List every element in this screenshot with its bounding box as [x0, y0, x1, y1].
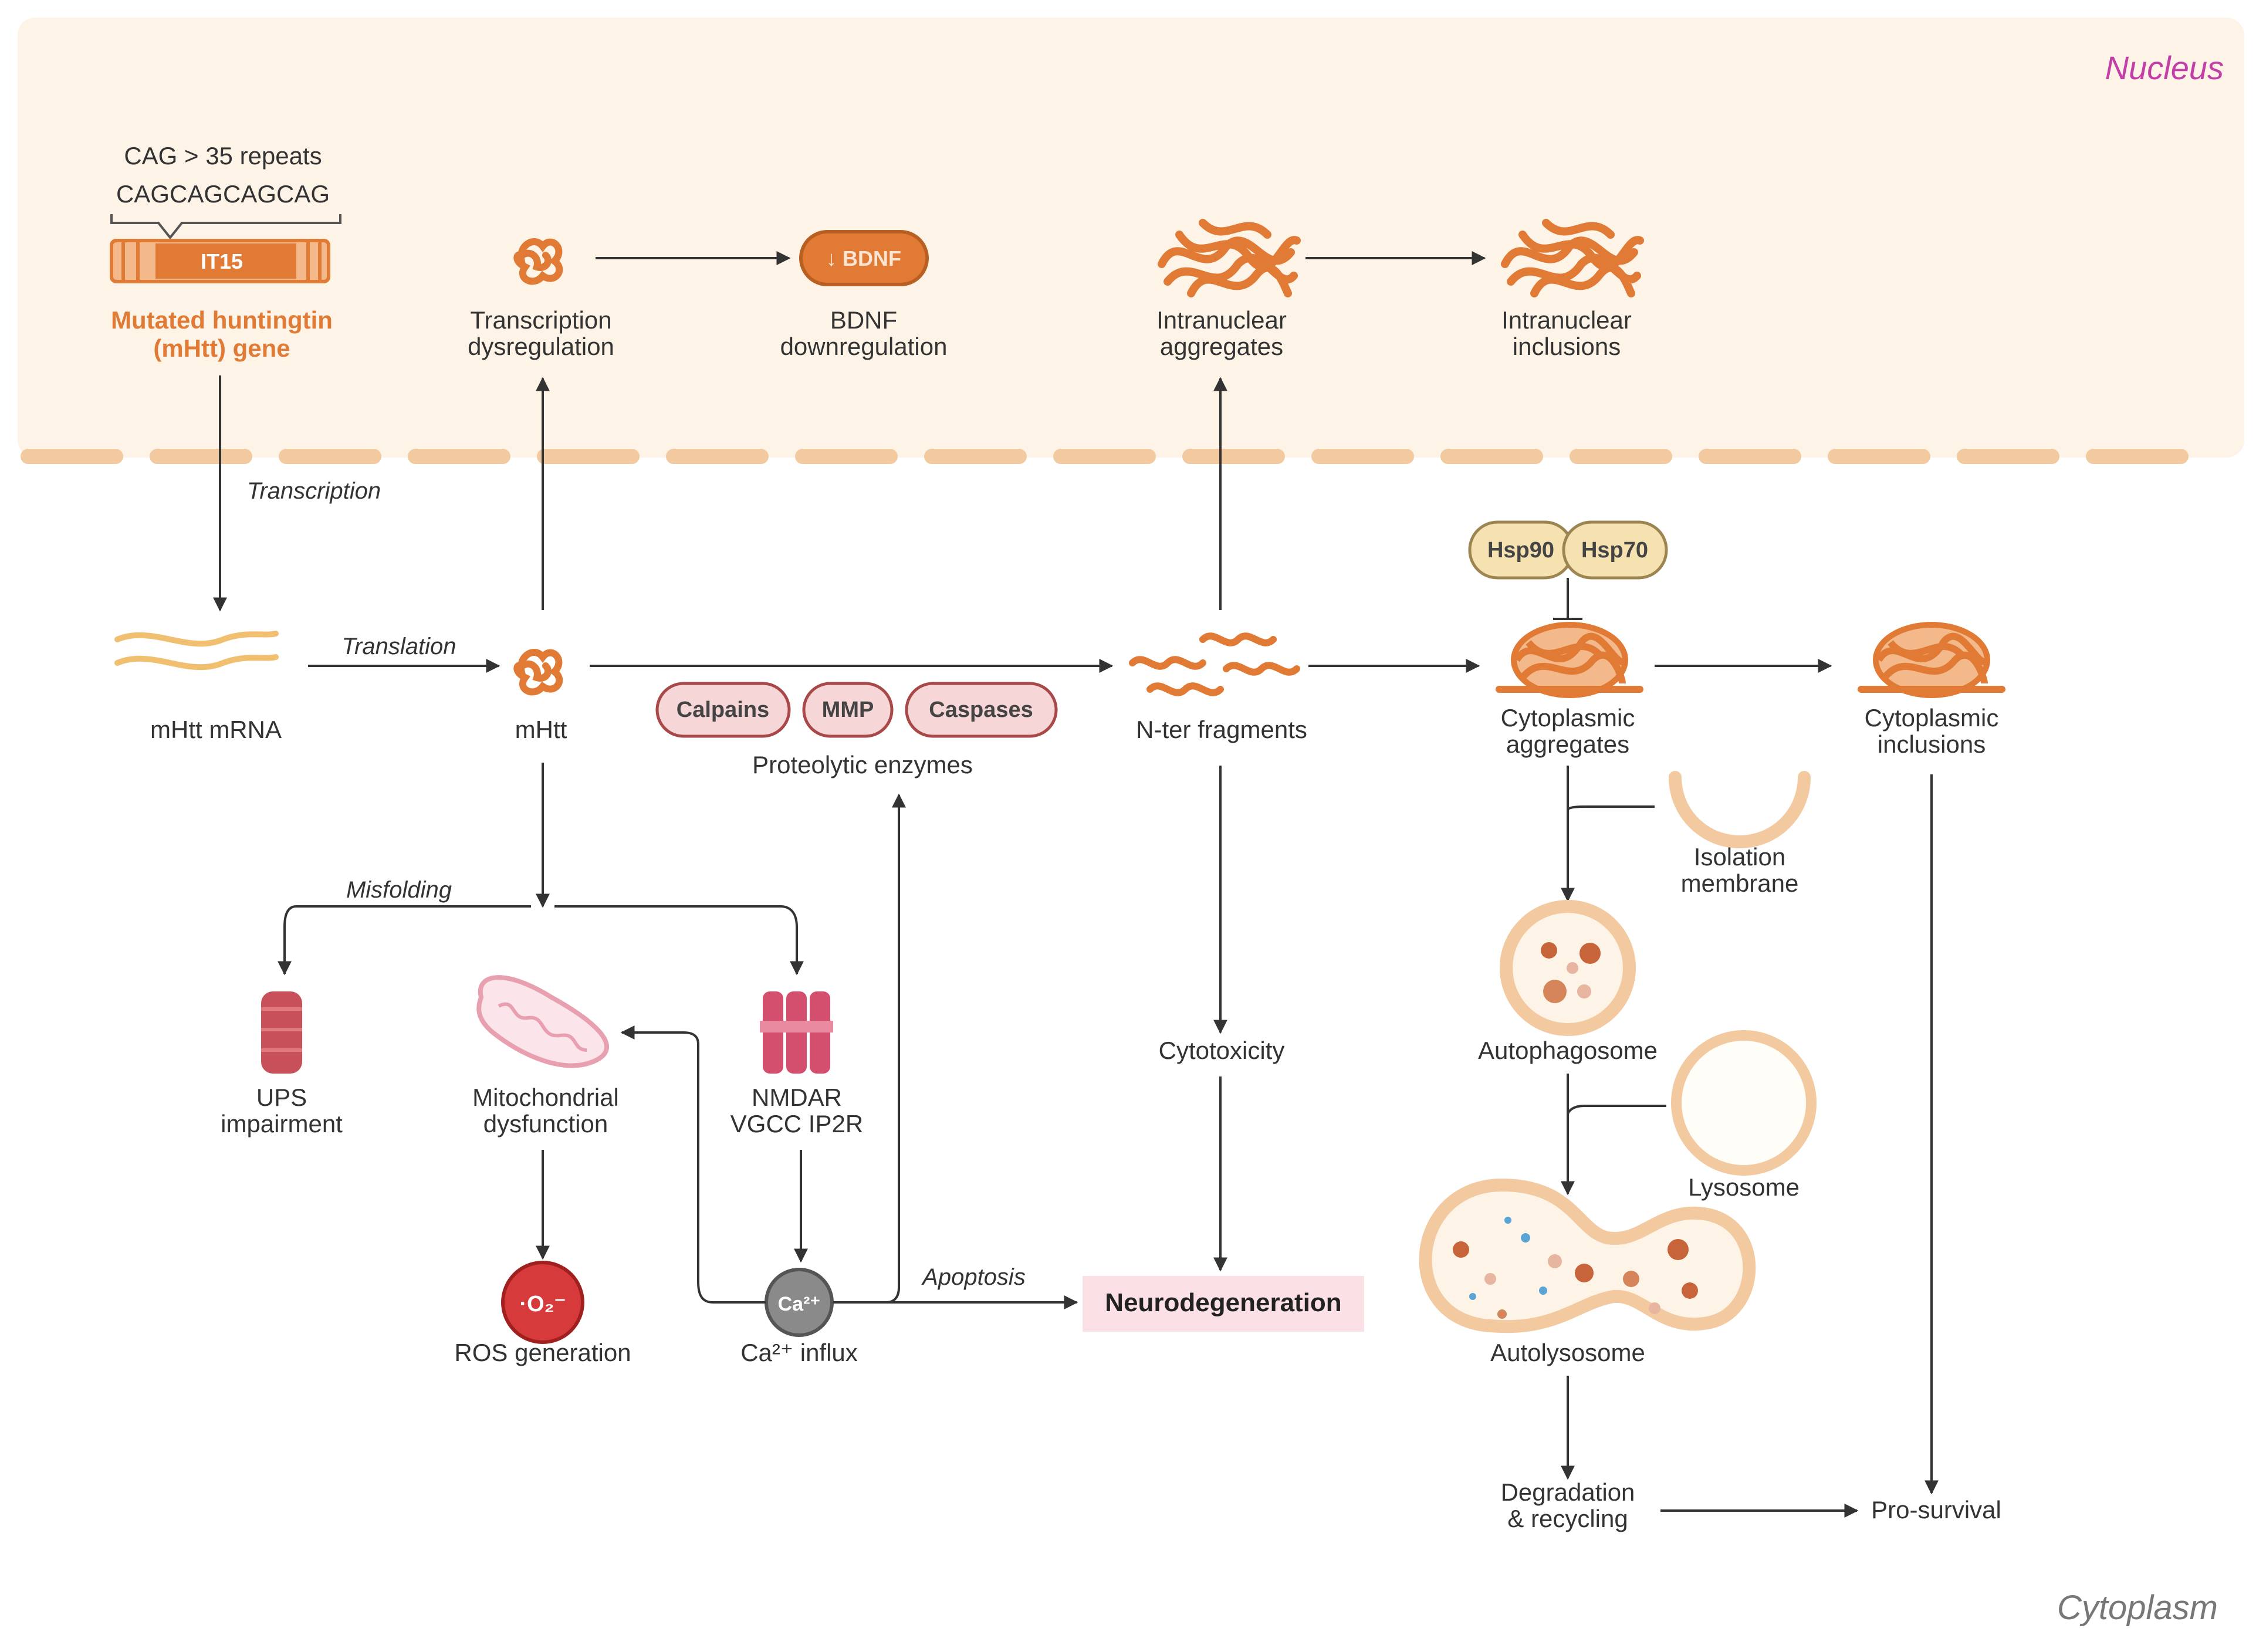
bdnf-pill-label: ↓ BDNF [826, 246, 901, 270]
pro-survival-label: Pro-survival [1871, 1496, 2001, 1524]
calcium-influx-label: Ca²⁺ influx [740, 1339, 858, 1366]
mrna-label: mHtt mRNA [150, 716, 282, 743]
ros-symbol: ·O₂⁻ [519, 1292, 566, 1316]
gene-block: CAG > 35 repeats CAGCAGCAGCAG IT15 Mutat… [110, 142, 341, 362]
caspases-label: Caspases [929, 698, 1033, 722]
neurodegeneration-box [1083, 1276, 1364, 1332]
intranuclear-aggregates-line2: aggregates [1160, 333, 1283, 360]
isolation-membrane-line2: membrane [1681, 869, 1799, 897]
cytoplasmic-inclusions-line1: Cytoplasmic [1865, 704, 1999, 732]
cytoplasmic-inclusions-icon [1861, 625, 2002, 695]
mmp-label: MMP [822, 698, 874, 722]
mito-line1: Mitochondrial [472, 1084, 619, 1111]
cytoplasmic-aggregates-icon [1499, 625, 1640, 695]
apoptosis-process-label: Apoptosis [921, 1264, 1026, 1290]
autophagosome-label: Autophagosome [1478, 1037, 1658, 1064]
hsp70-label: Hsp70 [1581, 538, 1648, 563]
proteolytic-enzymes-label: Proteolytic enzymes [752, 751, 973, 778]
lysosome-label: Lysosome [1688, 1173, 1800, 1201]
intranuclear-inclusions-line1: Intranuclear [1501, 306, 1632, 334]
ros-label: ROS generation [454, 1339, 631, 1366]
degradation-line1: Degradation [1501, 1478, 1635, 1506]
ros-icon [501, 1261, 584, 1344]
calcium-symbol: Ca²⁺ [778, 1293, 821, 1315]
lysosome-icon [1671, 1030, 1817, 1176]
nmdar-line2: VGCC IP2R [730, 1110, 863, 1138]
intranuclear-inclusions-line2: inclusions [1513, 333, 1621, 360]
isolation-membrane-line1: Isolation [1694, 843, 1785, 871]
cytotoxicity-label: Cytotoxicity [1159, 1037, 1285, 1064]
nter-fragments-label: N-ter fragments [1136, 716, 1307, 743]
mrna-icon [114, 631, 279, 671]
mito-line2: dysfunction [483, 1110, 608, 1138]
bdnf-pill [799, 230, 929, 286]
nuclear-envelope [21, 449, 2189, 464]
caspases-pill [905, 682, 1058, 738]
proteasome-icon [261, 991, 302, 1074]
cytoplasmic-inclusions-line2: inclusions [1878, 730, 1986, 758]
mitochondrion-icon [476, 975, 610, 1068]
nmdar-line1: NMDAR [752, 1084, 842, 1111]
nucleus-region [18, 18, 2244, 458]
cytoplasmic-aggregates-line1: Cytoplasmic [1501, 704, 1635, 732]
mhtt-label: mHtt [515, 716, 567, 743]
ups-line1: UPS [256, 1084, 307, 1111]
gene-label-line2: (mHtt) gene [153, 334, 290, 362]
gene-sequence-label: CAGCAGCAGCAG [116, 180, 330, 208]
calpains-label: Calpains [677, 698, 769, 722]
hsp70-pill [1562, 520, 1668, 580]
ups-line2: impairment [221, 1110, 343, 1138]
transcription-process-label: Transcription [247, 478, 381, 504]
nucleus-label: Nucleus [2105, 49, 2224, 86]
bdnf-downregulation-line1: BDNF [830, 306, 897, 334]
isolation-membrane-icon [1669, 771, 1811, 848]
neurodegeneration-label: Neurodegeneration [1105, 1288, 1341, 1317]
gene-label-line1: Mutated huntingtin [111, 306, 333, 334]
arrow-calcium-to-mito [620, 1025, 766, 1304]
calpains-pill [655, 682, 791, 738]
arrow-calcium-to-enzymes [833, 793, 906, 1304]
cytoplasm-label: Cytoplasm [2057, 1589, 2218, 1627]
calcium-icon [765, 1268, 834, 1337]
hsp90-label: Hsp90 [1487, 538, 1554, 563]
mmp-pill [802, 682, 894, 738]
bdnf-downregulation-line2: downregulation [780, 333, 948, 360]
misfolding-process-label: Misfolding [346, 877, 452, 903]
nmdar-channel-icon [760, 991, 833, 1074]
degradation-line2: & recycling [1507, 1505, 1628, 1532]
intranuclear-aggregates-line1: Intranuclear [1156, 306, 1287, 334]
translation-process-label: Translation [342, 634, 456, 659]
gene-name: IT15 [201, 249, 243, 273]
cytoplasmic-aggregates-line2: aggregates [1506, 730, 1629, 758]
autolysosome-label: Autolysosome [1490, 1339, 1645, 1366]
autolysosome-icon [1419, 1178, 1756, 1333]
transcription-dysregulation-line1: Transcription [470, 306, 611, 334]
gene-repeats-label: CAG > 35 repeats [124, 142, 322, 170]
nter-fragments-icon [1129, 632, 1300, 696]
transcription-dysregulation-line2: dysregulation [468, 333, 614, 360]
autophagosome-icon [1500, 900, 1636, 1036]
mhtt-protein-icon [517, 652, 559, 692]
arrow-misfolding-to-nmdar [554, 905, 804, 976]
arrow-misfolding-to-ups [278, 905, 531, 976]
